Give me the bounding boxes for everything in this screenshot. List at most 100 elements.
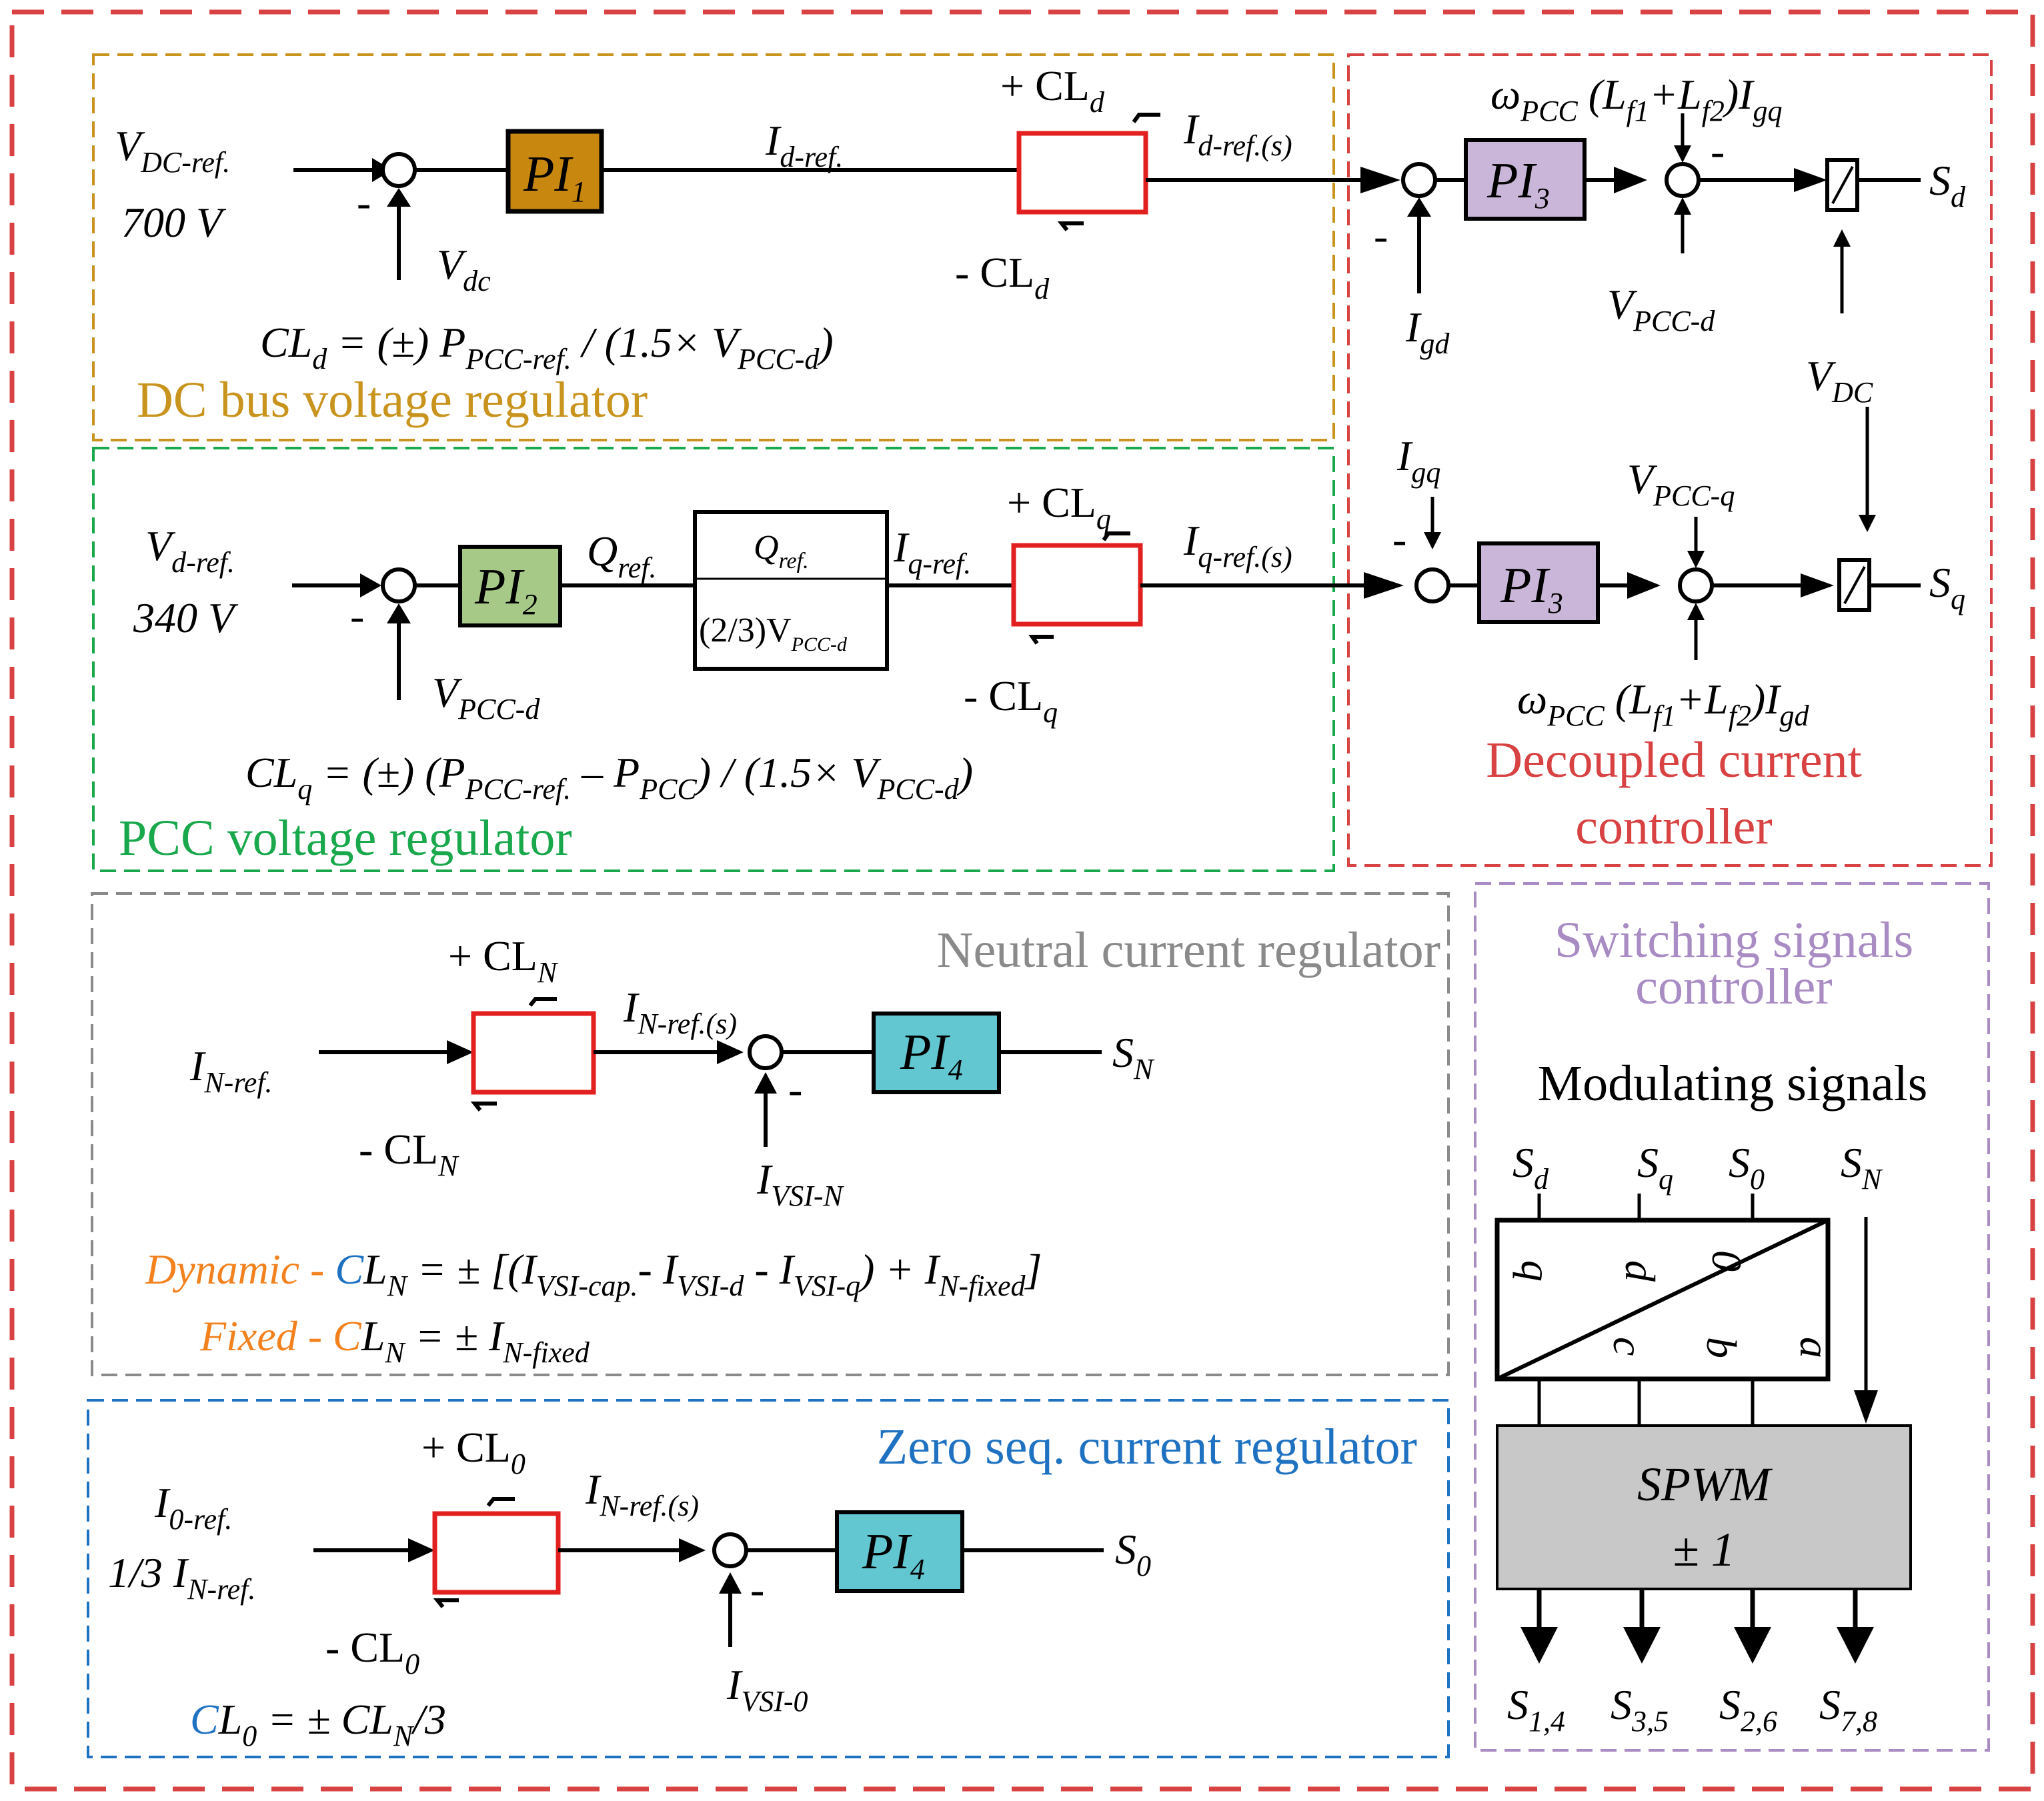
pcc-limit-neg: - CLq: [964, 672, 1058, 729]
spwm-block: [1496, 1424, 1912, 1590]
pcc-divider-denominator: (2/3)VPCC-d: [699, 611, 848, 655]
dc-regulator: VDC-ref. 700 V - Vdc PI1 Id-ref. + CLd -…: [115, 62, 1400, 428]
pcc-qref-label: Qref.: [587, 527, 656, 584]
pcc-iref-s-label: Iq-ref.(s): [1183, 517, 1292, 573]
neutral-ifb-label: IVSI-N: [756, 1156, 844, 1212]
zero-limiter-block: [432, 1511, 561, 1595]
pcc-pi2-block: [458, 545, 562, 627]
pcc-vref-label: Vd-ref.: [145, 522, 235, 579]
cc-vpccq-label: VPCC-q: [1627, 455, 1735, 512]
zero-iref-expr: 1/3 IN-ref.: [108, 1549, 255, 1606]
zero-ifb-label: IVSI-0: [726, 1661, 808, 1718]
cc-vdc-up-arrow: [1833, 229, 1851, 247]
cc-sq-label: Sq: [1929, 559, 1965, 615]
neutral-limiter-lower-mark: [470, 1102, 497, 1112]
modulating-signals-label: Modulating signals: [1538, 1056, 1928, 1112]
transform-bottom-a: a: [1791, 1337, 1839, 1358]
zero-limit-neg: - CL0: [325, 1624, 419, 1680]
switching-title-line1: Switching signals: [1555, 912, 1913, 968]
cc-d-sum-node: [1401, 162, 1437, 198]
zero-sum-minus: -: [750, 1566, 764, 1613]
cc-d-decouple-minus: -: [1711, 127, 1725, 175]
dc-sum-node: [381, 152, 417, 188]
switching-input-sq: Sq: [1637, 1139, 1673, 1196]
cc-igd-arrow: [1407, 197, 1431, 217]
cc-vpccd-label: VPCC-d: [1607, 281, 1715, 337]
dq0-abc-transform-diagonal: [1496, 1218, 1829, 1381]
spwm-out-4-arrow: [1837, 1627, 1874, 1664]
dc-limit-pos: + CLd: [1000, 62, 1105, 119]
zero-formula: CL0 = ± CLN/3: [190, 1696, 446, 1752]
switching-output-s78: S7,8: [1819, 1681, 1877, 1738]
cc-d-decouple-arrow-top: [1674, 145, 1691, 163]
pcc-regulator-title: PCC voltage regulator: [119, 810, 572, 866]
neutral-sum-node: [748, 1034, 784, 1070]
switching-input-sn: SN: [1841, 1139, 1883, 1196]
pcc-regulator: Vd-ref. 340 V - VPCC-d PI2 Qref. Qref. (…: [119, 479, 1404, 866]
dc-vdc-label: Vdc: [437, 241, 491, 297]
cc-q-pi-out-arrow: [1627, 572, 1661, 599]
cc-d-normalizer-slash: [1831, 166, 1854, 204]
neutral-ifb-arrow: [754, 1072, 777, 1094]
switching-controller: Switching signals controller Modulating …: [1494, 912, 1928, 1738]
outer-frame: [9, 9, 2035, 1792]
spwm-range: ± 1: [1673, 1523, 1735, 1576]
cc-q-normalizer-slash: [1843, 566, 1866, 604]
cc-sd-label: Sd: [1929, 157, 1966, 213]
cc-vdc-down-arrow: [1859, 515, 1876, 532]
zero-iref-label: I0-ref.: [154, 1479, 232, 1536]
spwm-out-2-arrow: [1623, 1627, 1661, 1664]
dc-iref-s-label: Id-ref.(s): [1183, 105, 1292, 162]
pcc-sum-node: [381, 567, 417, 603]
pcc-formula: CLq = (±) (PPCC-ref. – PPCC) / (1.5× VPC…: [245, 749, 973, 805]
pcc-limit-pos: + CLq: [1007, 479, 1111, 535]
zero-ifb-arrow: [719, 1572, 742, 1594]
transform-bottom-c: c: [1605, 1337, 1652, 1356]
cc-vdc-label: VDC: [1806, 352, 1873, 409]
zero-pi4-label: PI4: [862, 1524, 925, 1586]
dc-sum-minus: -: [357, 179, 371, 226]
dc-pi1-label: PI1: [523, 146, 586, 208]
neutral-pi4-block: [872, 1012, 1001, 1094]
neutral-limiter-block: [471, 1011, 596, 1095]
spwm-out-1-arrow: [1520, 1627, 1558, 1664]
neutral-sum-minus: -: [788, 1066, 802, 1113]
neutral-fixed-formula: Fixed - CLN = ± IN-fixed: [199, 1312, 590, 1369]
cc-d-to-limiter-arrow: [1794, 168, 1827, 192]
dc-limiter-upper-mark: [1132, 113, 1160, 123]
pcc-limiter-lower-mark: [1028, 635, 1054, 645]
neutral-limit-pos: + CLN: [448, 932, 559, 989]
cc-title-line1: Decoupled current: [1486, 732, 1861, 788]
neutral-iref-s-label: IN-ref.(s): [623, 984, 737, 1040]
cc-q-to-limiter-arrow: [1801, 573, 1834, 597]
pcc-vfb-arrow: [387, 603, 411, 623]
dc-vref-value: 700 V: [121, 199, 227, 246]
zero-regulator: Zero seq. current regulator I0-ref. 1/3 …: [108, 1419, 1417, 1752]
cc-q-pi3-label: PI3: [1500, 557, 1563, 619]
cc-igd-label: Igd: [1405, 303, 1450, 360]
cc-q-sum-node: [1414, 567, 1450, 603]
transform-top-q: q: [1512, 1260, 1560, 1282]
dc-vdc-arrow: [387, 188, 411, 207]
dc-vref-label: VDC-ref.: [115, 122, 230, 179]
zero-title: Zero seq. current regulator: [877, 1419, 1417, 1475]
cc-q-pi3-block: [1477, 541, 1600, 624]
cc-vpccq-arrow: [1687, 551, 1705, 568]
switching-input-sd: Sd: [1512, 1139, 1549, 1196]
neutral-limiter-output-arrow: [717, 1040, 744, 1064]
neutral-iref-label: IN-ref.: [189, 1042, 273, 1099]
dc-regulator-frame: [92, 53, 1335, 441]
zero-limiter-lower-mark: [433, 1598, 459, 1608]
transform-bottom-b: b: [1698, 1337, 1745, 1358]
zero-s0-label: S0: [1115, 1526, 1151, 1582]
dc-output-arrow: [1360, 167, 1400, 193]
cc-d-pi-out-arrow: [1614, 167, 1647, 193]
switching-output-s14: S1,4: [1507, 1681, 1565, 1738]
cc-q-decouple-arrow-bottom: [1687, 603, 1705, 620]
pcc-limiter-block: [1011, 543, 1143, 627]
transform-top-0: 0: [1703, 1250, 1751, 1272]
dc-iref-label: Id-ref.: [765, 117, 843, 173]
zero-limit-pos: + CL0: [421, 1424, 526, 1480]
pcc-regulator-frame: [92, 447, 1335, 872]
zero-regulator-frame: [87, 1399, 1450, 1758]
